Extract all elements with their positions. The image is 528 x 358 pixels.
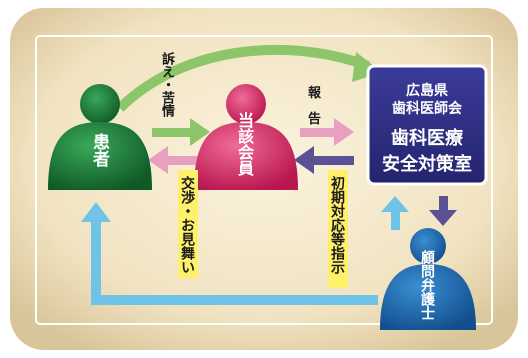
- advisor-up-arrow: [391, 208, 400, 230]
- negotiation-tag: [178, 170, 198, 278]
- instruction-arrow: [310, 156, 354, 165]
- complaint-arrowhead: [190, 118, 210, 146]
- report-label-2: 告: [308, 112, 322, 127]
- instruction-label: 初期対応等指示: [329, 176, 345, 274]
- advisor-patient-arrowhead: [81, 202, 111, 222]
- member-label: 当該会員: [235, 112, 254, 176]
- office-line-2: 歯科医師会: [392, 101, 462, 117]
- advisor-up-arrowhead: [381, 196, 409, 212]
- negotiation-arrowhead: [148, 146, 168, 174]
- office-line-4: 安全対策室: [382, 154, 472, 175]
- report-label-1: 報: [308, 86, 322, 101]
- negotiation-label: 交渉・お見舞い: [179, 176, 195, 274]
- advisor-label: 顧問弁護士: [419, 250, 435, 320]
- patient-figure: [48, 84, 152, 190]
- office-line-3: 歯科医療: [391, 128, 463, 149]
- office-down-arrow: [439, 196, 448, 214]
- instruction-tag: [328, 170, 348, 288]
- office-down-arrowhead: [429, 210, 457, 226]
- advisor-patient-arrow: [91, 218, 378, 305]
- report-arrowhead: [334, 118, 354, 146]
- complaint-label: 訴え・苦情: [159, 52, 174, 117]
- report-arrow: [300, 128, 338, 137]
- member-figure: [194, 84, 298, 190]
- office-line-1: 広島県: [406, 83, 448, 99]
- complaint-curve-arrow: [116, 45, 370, 112]
- patient-label: 患者: [89, 133, 109, 167]
- inner-frame: [35, 35, 493, 325]
- negotiation-arrow: [164, 156, 204, 165]
- instruction-arrowhead: [294, 146, 314, 174]
- complaint-arrow: [152, 128, 194, 137]
- advisor-figure: [380, 228, 476, 330]
- office-box: [366, 64, 488, 186]
